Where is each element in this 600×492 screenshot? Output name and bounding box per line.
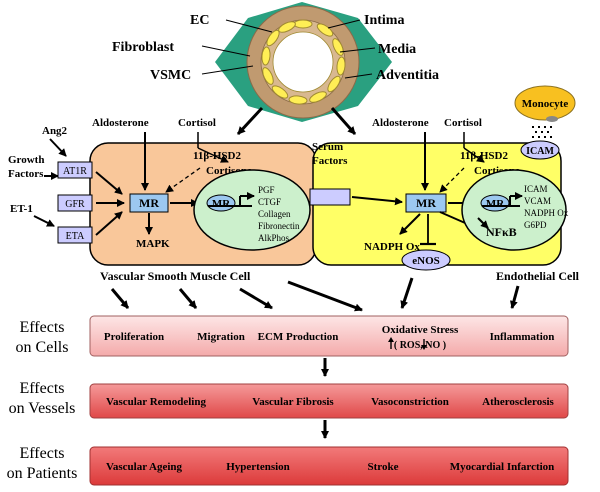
endothelial-cell: Serum Factors Aldosterone Cortisol 11β-H… (309, 117, 569, 271)
label-intima: Intima (364, 13, 404, 28)
label-fibroblast: Fibroblast (112, 40, 174, 55)
effects-vessels-box (89, 383, 569, 419)
effect-oxidative-sub: ( ROS, NO ) (394, 340, 446, 351)
monocyte (514, 85, 576, 121)
label-adventitia: Adventitia (376, 68, 439, 83)
vessel-cross-section: EC Intima Fibroblast Media VSMC Adventit… (112, 2, 439, 122)
monocyte-group: Monocyte ICAM (514, 85, 576, 160)
endo-mr-label: MR (416, 196, 436, 210)
effect-vascular-fibrosis: Vascular Fibrosis (252, 396, 334, 408)
endo-aldosterone: Aldosterone (372, 117, 429, 129)
endo-factors: Factors (312, 155, 348, 167)
endothelial-cells-ring (261, 19, 346, 105)
effects-cells-label-2: on Cells (16, 339, 69, 356)
endo-cortisol: Cortisol (444, 117, 482, 129)
receptor-at1r-label: AT1R (63, 166, 87, 177)
vsmc-mapk: MAPK (136, 238, 170, 250)
effects-vessels-label-1: Effects (19, 380, 64, 397)
vsmc-cortisol: Cortisol (178, 117, 216, 129)
label-media: Media (378, 42, 416, 57)
effects-vessels-label-2: on Vessels (9, 400, 76, 417)
endo-enos-label: eNOS (412, 255, 440, 267)
svg-text:G6PD: G6PD (524, 220, 547, 230)
effect-vascular-remodeling: Vascular Remodeling (106, 396, 206, 408)
vsmc-nucleus (193, 169, 311, 251)
vsmc-input-factors: Factors (8, 168, 44, 180)
svg-text:VCAM: VCAM (524, 196, 551, 206)
label-vsmc: VSMC (150, 68, 191, 83)
endo-nucleus (461, 169, 567, 251)
svg-text:PGF: PGF (258, 185, 275, 195)
monocyte-label: Monocyte (522, 98, 569, 110)
effect-atherosclerosis: Atherosclerosis (482, 396, 554, 408)
receptor-at1r (57, 161, 93, 179)
effects-on-patients: Effects on Patients Vascular Ageing Hype… (7, 445, 569, 486)
vsmc-input-et1: ET-1 (10, 203, 33, 215)
effects-cells-label-1: Effects (19, 319, 64, 336)
effect-stroke: Stroke (368, 461, 399, 473)
vsmc-mr-box (129, 193, 169, 213)
ros-up-arrow (388, 337, 394, 349)
vsmc-nuclear-mr-label: MR (212, 198, 231, 210)
vsmc-aldosterone: Aldosterone (92, 117, 149, 129)
endo-nadph-ox: NADPH Ox (364, 241, 420, 253)
effect-hypertension: Hypertension (226, 461, 290, 473)
effects-patients-box (89, 446, 569, 486)
vsmc-mr-label: MR (139, 196, 159, 210)
svg-text:Collagen: Collagen (258, 209, 291, 219)
receptor-gfr-label: GFR (65, 199, 85, 210)
receptor-eta (57, 226, 93, 244)
vessel-lumen (272, 31, 334, 93)
effects-on-vessels: Effects on Vessels Vascular Remodeling V… (9, 380, 569, 419)
effect-proliferation: Proliferation (104, 331, 164, 343)
arrow-vessel-to-vsmc (236, 106, 264, 136)
vsmc-cell-label: Vascular Smooth Muscle Cell (100, 269, 251, 283)
vsmc-input-ang2: Ang2 (42, 125, 68, 137)
endo-icam-surface (520, 140, 560, 160)
vsmc-input-growth: Growth (8, 154, 44, 166)
endo-cell-label: Endothelial Cell (496, 269, 580, 283)
svg-text:ICAM: ICAM (524, 184, 548, 194)
arrow-vessel-to-endo (330, 107, 357, 135)
endo-enos (401, 249, 451, 271)
effect-vascular-ageing: Vascular Ageing (106, 461, 183, 473)
no-down-arrow (421, 339, 427, 350)
vsmc-cell: Ang2 Growth Factors ET-1 AT1R GFR ETA Al… (8, 117, 317, 266)
endo-nuclear-mr-label: MR (486, 198, 505, 210)
effects-patients-label-1: Effects (19, 445, 64, 462)
cell-effect-arrows (110, 277, 520, 312)
receptor-gfr (57, 194, 93, 212)
effect-myocardial-infarction: Myocardial Infarction (450, 461, 555, 473)
effect-oxidative-stress: Oxidative Stress (382, 324, 459, 336)
endo-target-genes: ICAM VCAM NADPH Ox G6PD (524, 184, 569, 230)
endo-serum: Serum (312, 141, 343, 153)
svg-text:CTGF: CTGF (258, 197, 281, 207)
svg-text:NADPH Ox: NADPH Ox (524, 208, 569, 218)
endo-nfkb: NFκB (486, 225, 517, 239)
effects-patients-label-2: on Patients (7, 465, 78, 482)
endo-receptor (309, 188, 351, 206)
effect-vasoconstriction: Vasoconstriction (371, 396, 449, 408)
endo-11b-hsd2: 11β-HSD2 (460, 150, 508, 162)
endo-icam-label: ICAM (526, 146, 554, 157)
vsmc-11b-hsd2: 11β-HSD2 (193, 150, 241, 162)
effect-migration: Migration (197, 331, 245, 343)
svg-text:AlkPhos: AlkPhos (258, 233, 290, 243)
effect-ecm-production: ECM Production (258, 331, 339, 343)
receptor-eta-label: ETA (66, 231, 85, 242)
vsmc-target-genes: PGF CTGF Collagen Fibronectin AlkPhos (258, 185, 300, 243)
svg-text:Fibronectin: Fibronectin (258, 221, 300, 231)
effect-inflammation: Inflammation (490, 331, 555, 343)
effects-cells-box (89, 315, 569, 357)
monocyte-receptor (546, 116, 558, 122)
label-ec: EC (190, 13, 209, 28)
effects-on-cells: Effects on Cells Proliferation Migration… (16, 315, 569, 357)
endo-mr-box (405, 193, 447, 213)
